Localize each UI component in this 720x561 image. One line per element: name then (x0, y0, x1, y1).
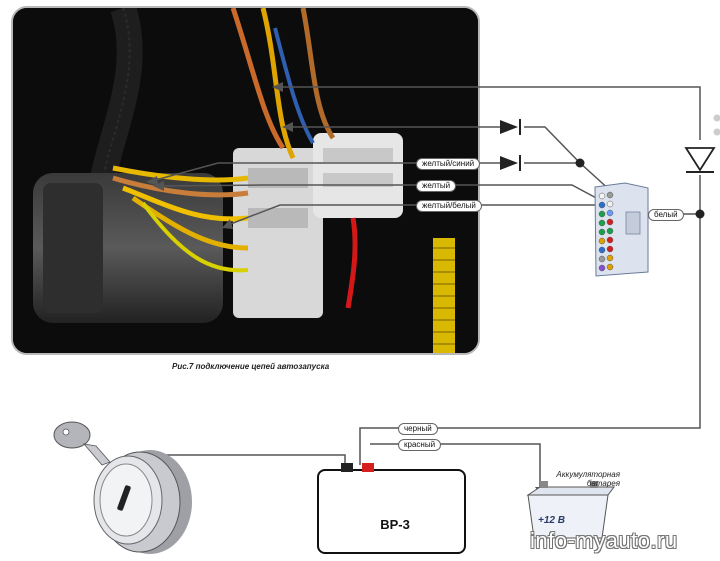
wire-yellow-white (227, 204, 595, 226)
junction-dot (575, 158, 585, 168)
diode-upper (500, 119, 521, 135)
watermark: info-myauto.ru (530, 528, 678, 553)
ignition-key (53, 421, 111, 466)
label-white: белый (648, 209, 684, 221)
arrow-head (282, 122, 293, 132)
figure-caption: Рис.7 подключение цепей автозапуска (172, 362, 330, 371)
unit-label: BP-3 (380, 517, 410, 532)
wire-yellow (159, 184, 601, 201)
junction-dot (695, 209, 705, 219)
edge-dot (713, 114, 720, 122)
battery-title: Аккумуляторная батарея (556, 470, 620, 488)
battery-icon (526, 481, 615, 539)
black-terminal (341, 463, 353, 472)
ignition-lock (93, 450, 192, 554)
diode-lower (500, 155, 521, 171)
battery-voltage: +12 В (538, 515, 565, 526)
arrow-head (146, 176, 158, 186)
wire-top (278, 86, 701, 140)
wire-black (359, 214, 701, 465)
arrow-head (222, 219, 233, 229)
label-yellow-white: желтый/белый (416, 200, 482, 212)
label-yellow-blue: желтый/синий (416, 158, 481, 170)
photo-illustration (13, 8, 478, 353)
arrow-head (153, 181, 164, 191)
wire-upper-diode-right (524, 126, 581, 164)
red-terminal (362, 463, 374, 472)
diode-right (684, 147, 716, 173)
wire-yellow-blue (151, 162, 500, 182)
label-yellow: желтый (416, 180, 457, 192)
edge-dot (713, 128, 720, 136)
bp3-unit (317, 463, 466, 554)
label-red: красный (398, 439, 442, 451)
label-black: черный (398, 423, 438, 435)
ignition-connector-photo (11, 6, 480, 355)
connector-block (594, 182, 649, 277)
arrow-head (272, 82, 283, 92)
